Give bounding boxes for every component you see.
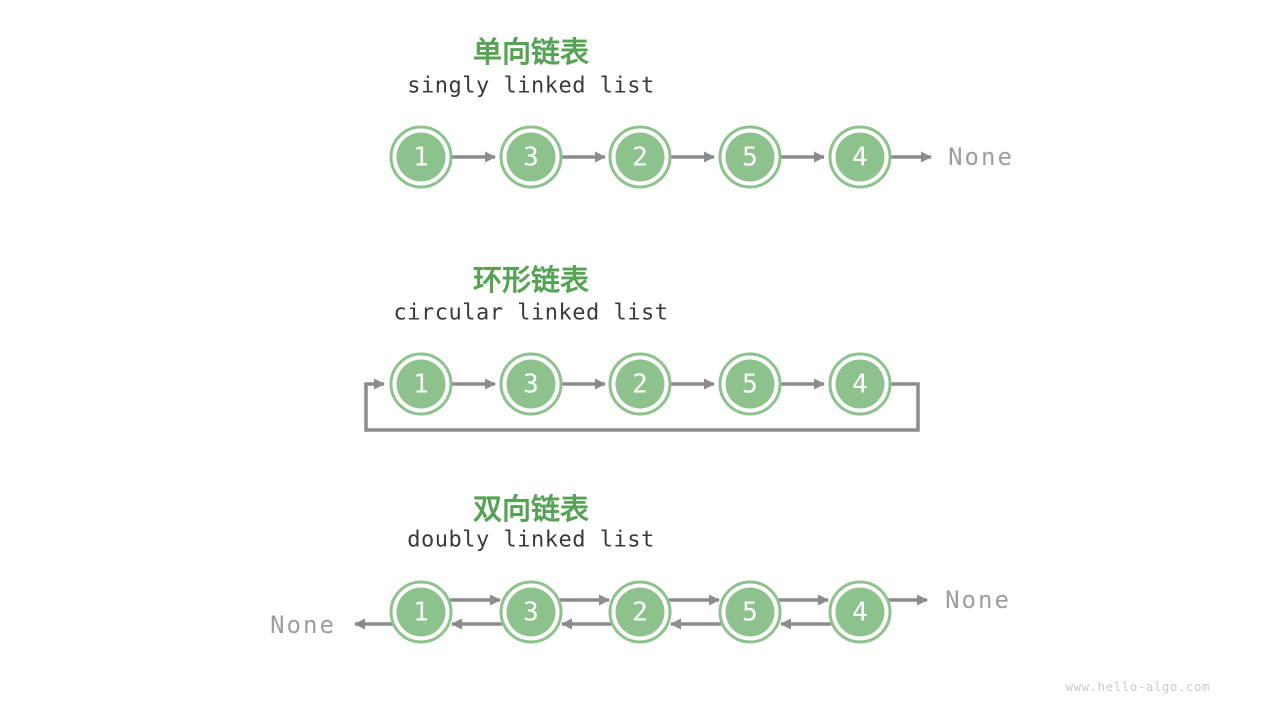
list-node: 2	[608, 352, 672, 416]
section-title-en-circular: circular linked list	[393, 300, 669, 326]
list-node: 5	[718, 352, 782, 416]
section-title-zh-circular: 环形链表	[472, 265, 590, 297]
section-title-zh-doubly: 双向链表	[472, 494, 590, 526]
list-node: 4	[828, 580, 892, 644]
list-node: 2	[608, 125, 672, 189]
list-node: 3	[499, 125, 563, 189]
none-label: None	[270, 611, 336, 639]
list-node: 1	[389, 580, 453, 644]
node-value: 1	[396, 359, 446, 409]
list-node: 3	[499, 580, 563, 644]
node-value: 5	[725, 132, 775, 182]
none-label: None	[945, 586, 1011, 614]
node-value: 4	[835, 587, 885, 637]
node-value: 2	[615, 359, 665, 409]
list-node: 5	[718, 125, 782, 189]
node-value: 2	[615, 132, 665, 182]
none-label: None	[948, 143, 1014, 171]
list-node: 1	[389, 125, 453, 189]
node-value: 1	[396, 587, 446, 637]
list-node: 1	[389, 352, 453, 416]
list-node: 2	[608, 580, 672, 644]
node-value: 3	[506, 359, 556, 409]
node-value: 3	[506, 132, 556, 182]
watermark: www.hello-algo.com	[1065, 679, 1210, 694]
section-title-en-doubly: doubly linked list	[407, 527, 655, 553]
section-title-en-singly: singly linked list	[407, 73, 655, 99]
list-node: 5	[718, 580, 782, 644]
section-title-zh-singly: 单向链表	[472, 37, 590, 69]
node-value: 1	[396, 132, 446, 182]
list-node: 4	[828, 125, 892, 189]
list-node: 3	[499, 352, 563, 416]
circular-loop-path	[364, 378, 920, 432]
node-value: 4	[835, 132, 885, 182]
list-node: 4	[828, 352, 892, 416]
node-value: 5	[725, 359, 775, 409]
node-value: 2	[615, 587, 665, 637]
node-value: 5	[725, 587, 775, 637]
node-value: 4	[835, 359, 885, 409]
node-value: 3	[506, 587, 556, 637]
